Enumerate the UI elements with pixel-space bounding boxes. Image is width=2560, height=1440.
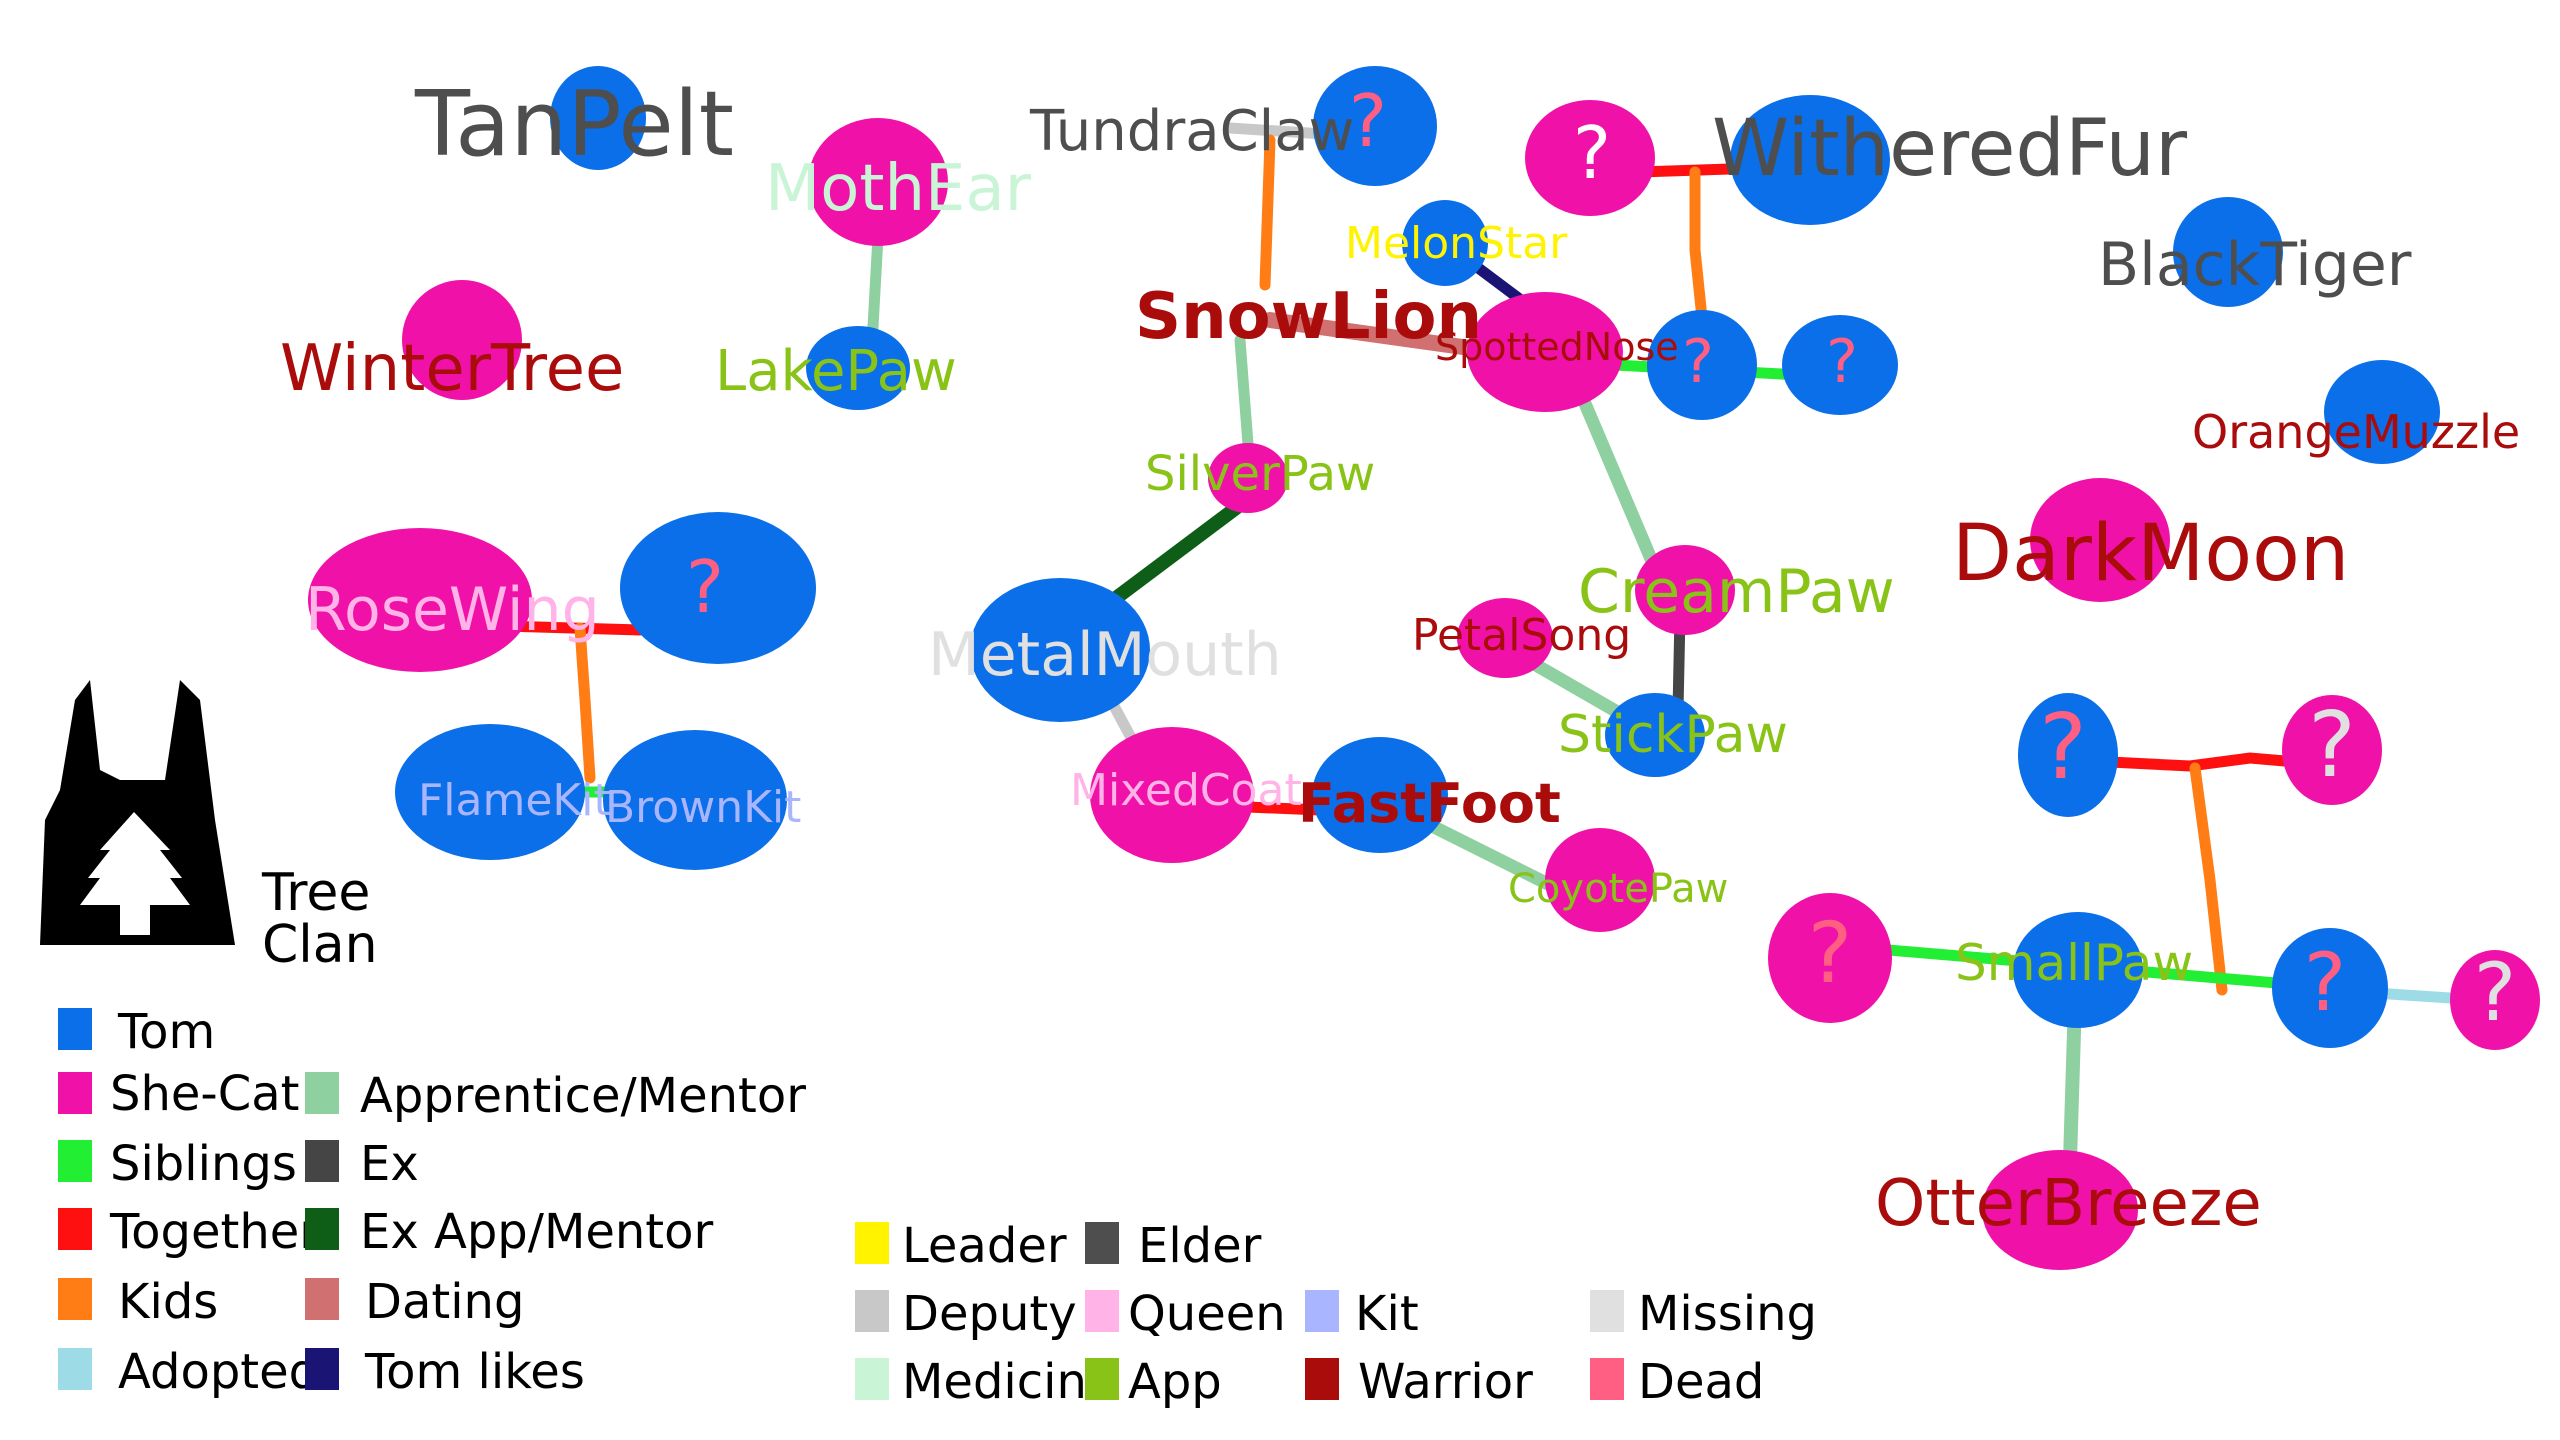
legend-swatch-ex	[305, 1140, 339, 1182]
legend-swatch-apprentice-mentor	[305, 1072, 339, 1114]
treeclan-logo: Tree Clan	[40, 680, 378, 975]
legend-label-shecat: She-Cat	[110, 1066, 300, 1122]
legend-label-ex: Ex	[360, 1136, 419, 1192]
cat-label-melonstar: MelonStar	[1345, 218, 1568, 269]
cat-label-flamekit: FlameKit	[418, 775, 611, 826]
legend-label-elder: Elder	[1138, 1218, 1262, 1274]
legend-swatch-kit	[1305, 1290, 1339, 1332]
unknown-mark: ?	[2308, 693, 2356, 798]
legend-swatch-deputy	[855, 1290, 889, 1332]
kids-line-withered	[1695, 172, 1702, 318]
unknown-mark: ?	[1826, 327, 1858, 397]
legend-swatch-siblings	[58, 1140, 92, 1182]
legend-swatch-app	[1085, 1358, 1119, 1400]
legend-label-app: App	[1128, 1354, 1222, 1410]
legend-label-dead: Dead	[1638, 1354, 1764, 1410]
legend-label-leader: Leader	[902, 1218, 1067, 1274]
cat-name-labels: TanPelt MothEar LakePaw WinterTree RoseW…	[280, 72, 2520, 1241]
cat-label-darkmoon: DarkMoon	[1952, 509, 2349, 599]
cat-label-tundraclaw: TundraClaw	[1029, 99, 1354, 164]
cat-label-tanpelt: TanPelt	[414, 72, 734, 177]
legend-swatch-elder	[1085, 1222, 1119, 1264]
legend-label-deputy: Deputy	[902, 1286, 1077, 1342]
unknown-mark: ?	[2039, 695, 2087, 800]
unknown-mark: ?	[686, 545, 724, 629]
legend-label-kids: Kids	[118, 1274, 218, 1330]
cat-label-brownkit: BrownKit	[605, 782, 801, 833]
cat-label-coyotepaw: CoyotePaw	[1508, 866, 1728, 912]
kids-line-rosewing	[580, 628, 590, 778]
unknown-mark: ?	[2304, 936, 2346, 1029]
rank-legend: Leader Deputy Medicine Elder Queen App K…	[855, 1218, 1817, 1410]
cat-label-smallpaw: SmallPaw	[1955, 934, 2193, 992]
legend-swatch-leader	[855, 1222, 889, 1264]
cat-label-mothear: MothEar	[765, 152, 1032, 226]
legend-swatch-kids	[58, 1278, 92, 1320]
cat-label-blacktiger: BlackTiger	[2098, 230, 2412, 300]
legend-label-adopted: Adopted	[118, 1344, 319, 1400]
legend-swatch-together	[58, 1208, 92, 1250]
legend-swatch-dead	[1590, 1358, 1624, 1400]
legend-label-together: Together	[109, 1204, 319, 1260]
cat-label-rosewing: RoseWing	[305, 575, 600, 645]
cat-label-witheredfur: WitheredFur	[1712, 104, 2188, 194]
legend-label-medicine: Medicine	[902, 1354, 1116, 1410]
legend-label-tom: Tom	[117, 1004, 215, 1060]
unknown-mark: ?	[2474, 946, 2516, 1039]
legend-swatch-tom	[58, 1008, 92, 1050]
cat-label-petalsong: PetalSong	[1412, 610, 1631, 661]
legend-label-ex-app-mentor: Ex App/Mentor	[360, 1204, 713, 1260]
legend-swatch-tom-likes	[305, 1348, 339, 1390]
legend-label-warrior: Warrior	[1358, 1354, 1533, 1410]
legend-swatch-missing	[1590, 1290, 1624, 1332]
legend-swatch-warrior	[1305, 1358, 1339, 1400]
clan-name-line1: Tree	[261, 863, 370, 923]
cat-label-stickpaw: StickPaw	[1558, 705, 1788, 765]
unknown-mark: ?	[1349, 79, 1387, 163]
unknown-mark: ?	[1573, 111, 1611, 195]
legend-label-siblings: Siblings	[110, 1136, 297, 1192]
clan-name-line2: Clan	[262, 915, 378, 975]
cat-label-snowlion: SnowLion	[1135, 280, 1482, 354]
cat-label-fastfoot: FastFoot	[1298, 772, 1561, 835]
legend-swatch-medicine	[855, 1358, 889, 1400]
cat-label-mixedcoat: MixedCoat	[1070, 765, 1302, 816]
legend-label-kit: Kit	[1355, 1286, 1419, 1342]
cat-label-wintertree: WinterTree	[280, 332, 624, 406]
kids-line-smallpaw	[2195, 768, 2222, 990]
legend-swatch-queen	[1085, 1290, 1119, 1332]
cat-label-metalmouth: MetalMouth	[928, 620, 1282, 690]
cat-label-spottednose: SpottedNose	[1435, 325, 1679, 369]
relationship-legend: Tom She-Cat Siblings Together Kids Adopt…	[58, 1004, 806, 1400]
unknown-mark: ?	[1682, 327, 1714, 397]
legend-swatch-adopted	[58, 1348, 92, 1390]
ex-mentor-line	[1100, 505, 1240, 610]
legend-label-missing: Missing	[1638, 1286, 1817, 1342]
legend-swatch-ex-app-mentor	[305, 1208, 339, 1250]
cat-label-orangemuzzle: OrangeMuzzle	[2192, 405, 2520, 459]
mentor-line-spotted-cream	[1575, 380, 1660, 580]
cat-label-lakepaw: LakePaw	[715, 339, 957, 404]
unknown-mark: ?	[1808, 904, 1853, 1002]
legend-label-queen: Queen	[1128, 1286, 1286, 1342]
legend-label-apprentice-mentor: Apprentice/Mentor	[360, 1068, 806, 1124]
cat-label-silverpaw: SilverPaw	[1145, 446, 1375, 502]
cat-label-otterbreeze: OtterBreeze	[1875, 1167, 2262, 1241]
legend-label-dating: Dating	[365, 1274, 524, 1330]
legend-swatch-dating	[305, 1278, 339, 1320]
legend-swatch-shecat	[58, 1072, 92, 1114]
legend-label-tom-likes: Tom likes	[364, 1344, 585, 1400]
